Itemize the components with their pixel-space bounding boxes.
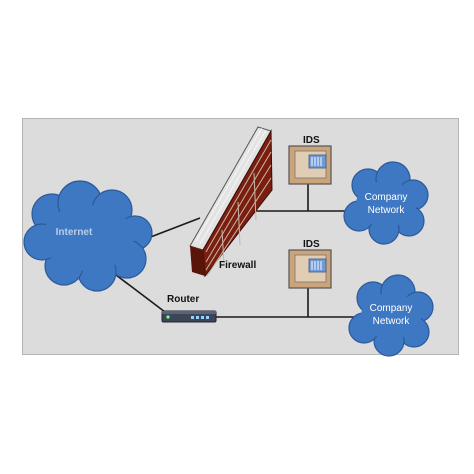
- internet-cloud-icon: [23, 180, 153, 292]
- link-internet-router: [115, 274, 166, 313]
- internet-label: Internet: [56, 227, 93, 238]
- link-internet-firewall: [147, 217, 201, 239]
- router-label: Router: [167, 294, 199, 305]
- connection-lines: [115, 183, 356, 318]
- company-top-label-line1: Company: [365, 192, 408, 203]
- company-network-cloud-icon: [348, 274, 434, 357]
- firewall-wall-icon: [189, 126, 273, 278]
- company-network-cloud-icon: [343, 161, 429, 245]
- company-bottom-label-line1: Company: [370, 303, 413, 314]
- ids-sensor-icon: [288, 249, 332, 289]
- ids-sensor-icon: [288, 145, 332, 185]
- ids-top-label: IDS: [303, 135, 320, 146]
- router-device-icon: [161, 310, 217, 323]
- company-bottom-label-line2: Network: [373, 316, 411, 327]
- firewall-label: Firewall: [219, 260, 256, 271]
- company-top-label-line2: Network: [368, 205, 406, 216]
- ids-bottom-label: IDS: [303, 239, 320, 250]
